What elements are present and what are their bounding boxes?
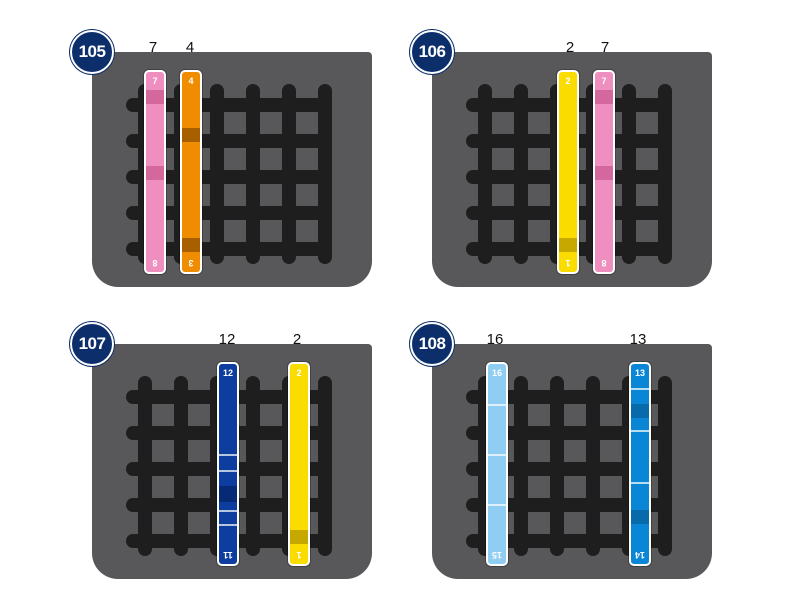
- tray-board: [92, 52, 372, 287]
- strip-label-1: 2: [565, 39, 575, 56]
- strip-label-2: 7: [600, 39, 610, 56]
- strip-band: [182, 238, 200, 252]
- strip-light-blue: 16 15: [486, 362, 508, 566]
- grid-column: [246, 84, 260, 264]
- strip-top-number: 13: [634, 368, 645, 378]
- grid-column: [514, 84, 528, 264]
- grid-column: [514, 376, 528, 556]
- strip-bottom-number: 1: [296, 550, 302, 560]
- strip-band: [219, 510, 237, 512]
- strip-top-number: 7: [601, 76, 607, 86]
- strip-bottom-number: 14: [635, 550, 646, 560]
- panel-107: 12 2 12 11 2 1 107: [70, 322, 410, 582]
- grid-column: [658, 376, 672, 556]
- grid-column: [138, 376, 152, 556]
- strip-band: [182, 128, 200, 142]
- tray-board: [432, 344, 712, 579]
- grid-column: [210, 84, 224, 264]
- strip-label-1: 16: [486, 331, 504, 348]
- grid-column: [318, 84, 332, 264]
- grid-column: [658, 84, 672, 264]
- panel-number-badge: 107: [70, 322, 114, 366]
- strip-band: [631, 430, 649, 432]
- strip-band: [559, 238, 577, 252]
- strip-band: [595, 166, 613, 180]
- strip-yellow: 2 1: [557, 70, 579, 274]
- panel-number-badge: 105: [70, 30, 114, 74]
- strip-bottom-number: 8: [601, 258, 607, 268]
- strip-top-number: 16: [491, 368, 502, 378]
- strip-label-1: 12: [218, 331, 236, 348]
- panel-number-badge: 106: [410, 30, 454, 74]
- strip-yellow: 2 1: [288, 362, 310, 566]
- grid-column: [622, 84, 636, 264]
- strip-band: [219, 486, 237, 502]
- strip-mid-blue: 13 14: [629, 362, 651, 566]
- strip-label-1: 7: [148, 39, 158, 56]
- strip-band: [488, 454, 506, 456]
- panel-number-badge: 108: [410, 322, 454, 366]
- grid-column: [586, 376, 600, 556]
- strip-band: [631, 482, 649, 484]
- strip-band: [146, 90, 164, 104]
- grid-column: [174, 376, 188, 556]
- strip-top-number: 7: [152, 76, 158, 86]
- strip-bottom-number: 15: [492, 550, 503, 560]
- strip-top-number: 12: [222, 368, 233, 378]
- strip-top-number: 2: [565, 76, 571, 86]
- strip-bottom-number: 8: [152, 258, 158, 268]
- strip-band: [631, 388, 649, 390]
- strip-pink: 7 8: [593, 70, 615, 274]
- grid-column: [282, 84, 296, 264]
- panel-108: 16 13 16 15 13 14 108: [410, 322, 750, 582]
- strip-label-2: 4: [185, 39, 195, 56]
- strip-band: [631, 510, 649, 524]
- grid: [466, 84, 672, 264]
- strip-bottom-number: 3: [188, 258, 194, 268]
- grid-column: [246, 376, 260, 556]
- strip-dark-blue: 12 11: [217, 362, 239, 566]
- strip-band: [219, 470, 237, 472]
- strip-bottom-number: 1: [565, 258, 571, 268]
- grid-column: [318, 376, 332, 556]
- strip-label-2: 13: [629, 331, 647, 348]
- strip-band: [631, 404, 649, 418]
- strip-pink: 7 8: [144, 70, 166, 274]
- strip-band: [595, 90, 613, 104]
- strip-band: [488, 504, 506, 506]
- strip-band: [488, 404, 506, 406]
- strip-label-2: 2: [292, 331, 302, 348]
- strip-band: [146, 166, 164, 180]
- strip-top-number: 2: [296, 368, 302, 378]
- strip-top-number: 4: [188, 76, 194, 86]
- panel-106: 2 7 2 1 7 8 106: [410, 30, 750, 290]
- strip-band: [219, 524, 237, 526]
- panel-105: 7 4 7 8 4 3 105: [70, 30, 410, 290]
- grid-column: [550, 376, 564, 556]
- strip-bottom-number: 11: [223, 550, 233, 560]
- strip-band: [290, 530, 308, 544]
- strip-orange: 4 3: [180, 70, 202, 274]
- strip-band: [219, 454, 237, 456]
- grid-column: [478, 84, 492, 264]
